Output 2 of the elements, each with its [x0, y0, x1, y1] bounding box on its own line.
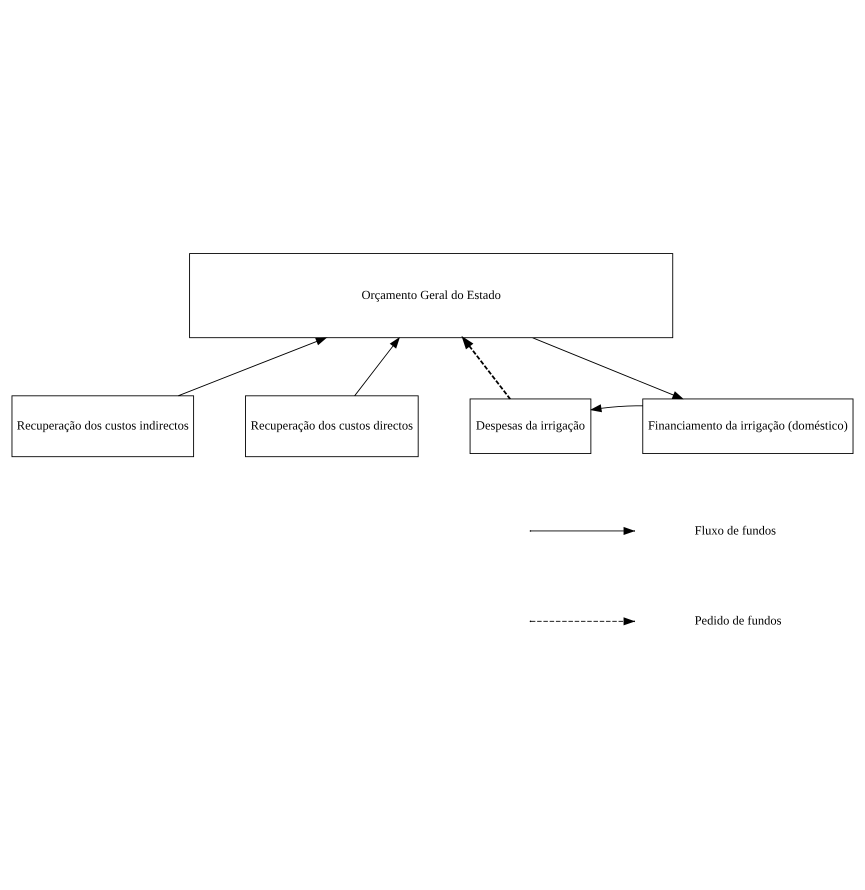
legend-label: Pedido de fundos [694, 613, 782, 628]
legend-label: Fluxo de fundos [694, 522, 776, 537]
